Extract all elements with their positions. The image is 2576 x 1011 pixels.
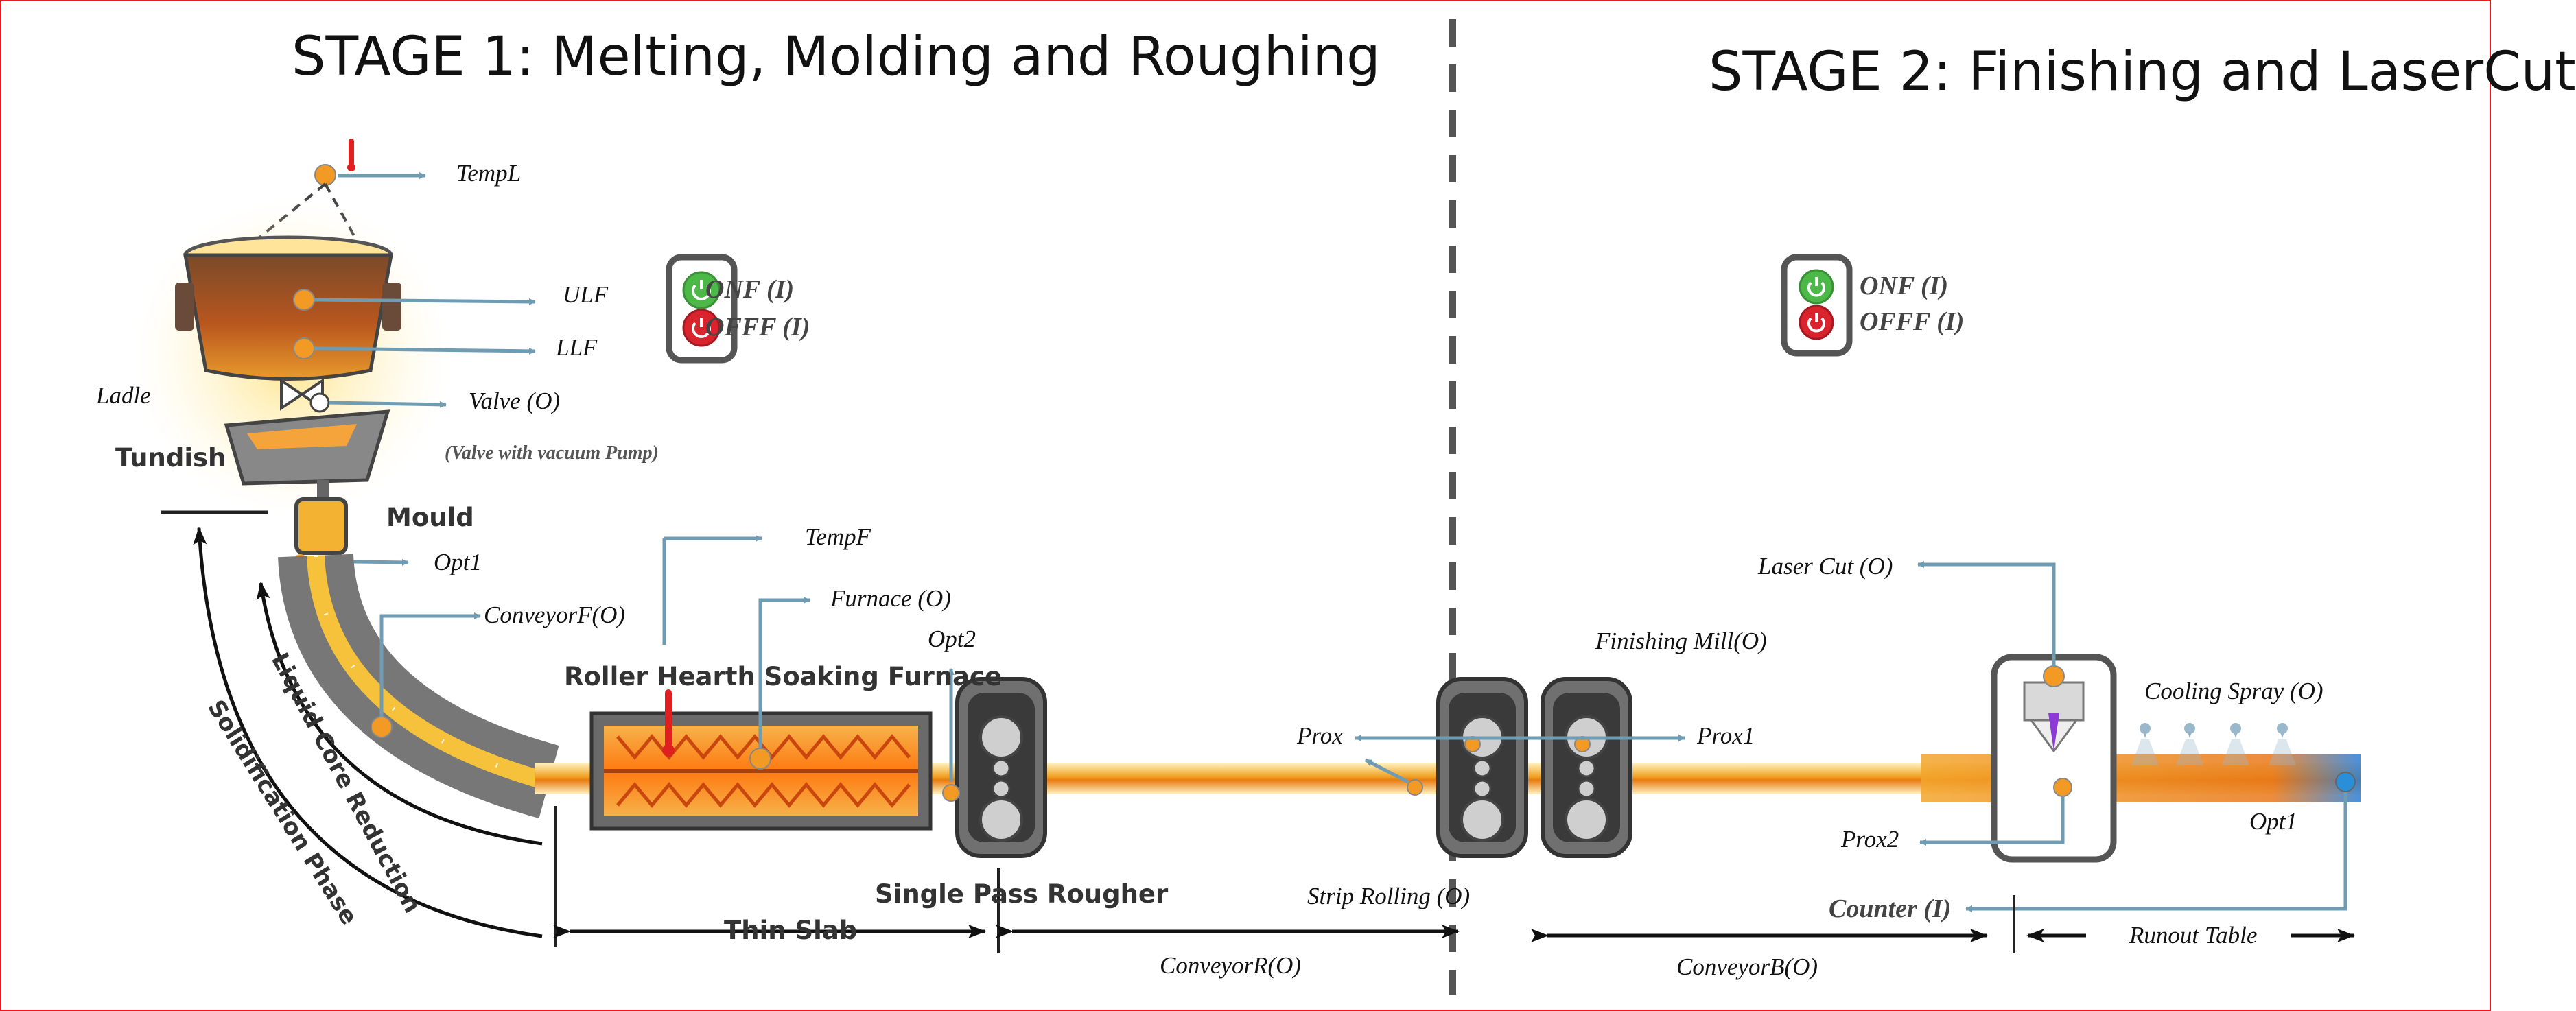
cooling-spray-nozzles — [2131, 723, 2296, 765]
liquid-core-arrow — [256, 582, 543, 846]
tempL-sensor — [314, 164, 336, 186]
mould-label: Mould — [386, 503, 474, 532]
valve-note: (Valve with vacuum Pump) — [445, 442, 659, 464]
panel1-on-label: ONF (I) — [705, 275, 795, 304]
roller-hearth-furnace — [589, 711, 933, 831]
prox1-label: Prox1 — [1697, 722, 1755, 749]
furnace-label: Furnace (O) — [830, 585, 951, 612]
mould — [294, 497, 348, 555]
laser-sensor — [2043, 665, 2065, 687]
thin-slab-label: Thin Slab — [724, 916, 858, 945]
tempF-label: TempF — [805, 523, 871, 550]
solidification-arrow — [193, 527, 543, 938]
stage1-title: STAGE 1: Melting, Molding and Roughing — [292, 26, 1381, 88]
ladle-label: Ladle — [96, 382, 151, 409]
stage2-title: STAGE 2: Finishing and LaserCut — [1709, 41, 2576, 103]
prox2-sensor — [2053, 778, 2072, 797]
single-pass-rougher — [955, 677, 1047, 858]
control-panel-stage1 — [666, 254, 738, 364]
conveyorR-label: ConveyorR(O) — [1160, 952, 1302, 979]
single-pass-label: Single Pass Rougher — [875, 879, 1169, 909]
valve-icon — [280, 378, 330, 413]
laser-cut-label: Laser Cut (O) — [1758, 553, 1893, 580]
diagram-frame — [0, 0, 2491, 1011]
llf-sensor — [293, 337, 315, 359]
finishing-mill-stand-1 — [1436, 677, 1528, 858]
roller-hearth-label: Roller Hearth Soaking Furnace — [564, 662, 1003, 691]
tempL-label: TempL — [456, 160, 522, 187]
cooling-spray-label: Cooling Spray (O) — [2144, 678, 2323, 704]
panel1-off-label: OFFF (I) — [705, 313, 810, 342]
finishing-mill-stand-2 — [1541, 677, 1632, 858]
prox-label: Prox — [1297, 722, 1343, 749]
opt1-end-sensor — [2335, 772, 2356, 792]
conveyorF-label: ConveyorF(O) — [484, 602, 626, 628]
ladle-thermometer-icon — [347, 139, 355, 171]
panel2-off-label: OFFF (I) — [1860, 307, 1965, 336]
opt2-sensor — [942, 784, 960, 802]
conveyorB-label: ConveyorB(O) — [1676, 953, 1818, 980]
laser-cutter — [1991, 654, 2117, 863]
panel2-on-label: ONF (I) — [1860, 272, 1949, 300]
runout-label: Runout Table — [2129, 922, 2258, 949]
opt1-label: Opt1 — [434, 549, 482, 575]
control-panel-stage2 — [1781, 254, 1853, 357]
strip-rolling-label: Strip Rolling (O) — [1307, 883, 1471, 909]
ladle — [175, 235, 401, 381]
process-diagram: Liquid Core Reduction Solidification Pha… — [134, 19, 2361, 995]
tundish — [224, 409, 390, 508]
opt1-end-label: Opt1 — [2249, 808, 2297, 835]
furnace-thermometer-icon — [662, 689, 675, 757]
finishing-mill-label: Finishing Mill(O) — [1595, 628, 1767, 654]
solidification-label: Solidification Phase — [202, 695, 362, 930]
ulf-sensor — [293, 289, 315, 311]
strip-rolling-sensor — [1407, 779, 1423, 796]
valve-label: Valve (O) — [469, 388, 561, 414]
prox2-label: Prox2 — [1841, 826, 1899, 853]
ulf-label: ULF — [563, 281, 609, 308]
counter-label: Counter (I) — [1829, 894, 1952, 923]
llf-label: LLF — [556, 334, 598, 361]
tundish-label: Tundish — [115, 443, 226, 473]
conveyorF-sensor — [371, 716, 393, 738]
curved-caster — [278, 553, 559, 819]
opt2-label: Opt2 — [928, 626, 976, 652]
furnace-sensor — [749, 748, 771, 770]
